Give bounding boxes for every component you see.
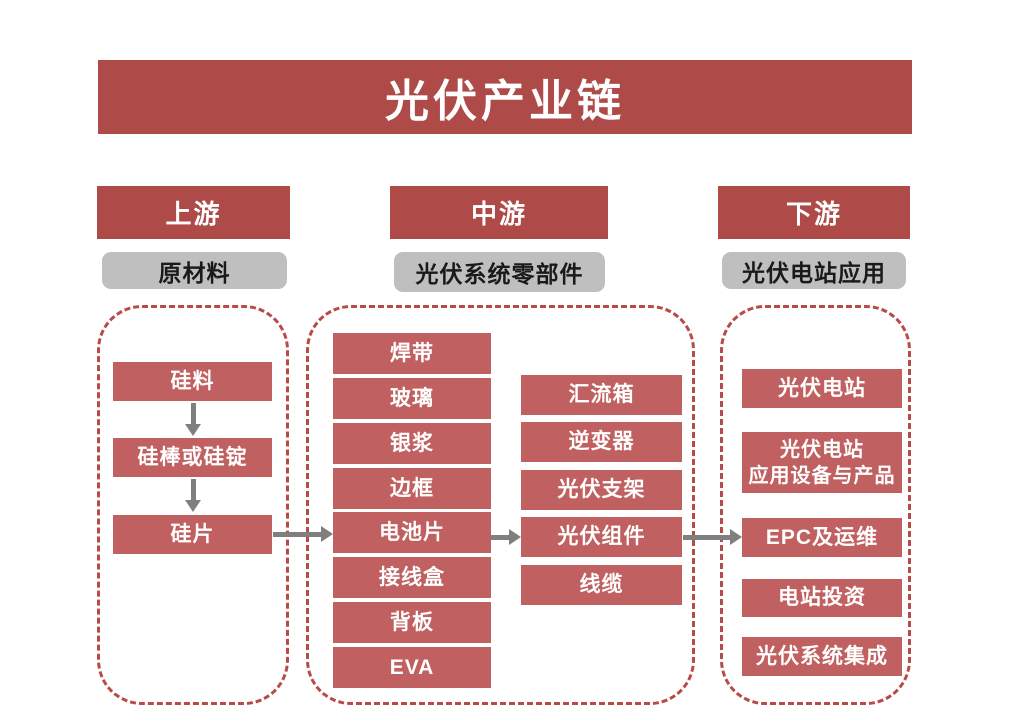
node-silver-paste: 银浆 bbox=[333, 423, 491, 464]
node-cable: 线缆 bbox=[521, 565, 682, 605]
node-station-equipment-products: 光伏电站 应用设备与产品 bbox=[742, 432, 902, 493]
node-pv-power-station: 光伏电站 bbox=[742, 369, 902, 408]
node-junction-box: 接线盒 bbox=[333, 557, 491, 598]
right-arrow-icon-wafer-to-cell bbox=[273, 526, 333, 542]
arrow-head bbox=[321, 526, 333, 542]
arrow-head bbox=[509, 529, 521, 545]
midstream-header: 中游 bbox=[390, 186, 608, 239]
down-arrow-icon-1 bbox=[185, 403, 201, 436]
arrow-shaft bbox=[491, 534, 509, 540]
node-pv-bracket: 光伏支架 bbox=[521, 470, 682, 510]
node-glass: 玻璃 bbox=[333, 378, 491, 419]
node-silicon-rod-ingot: 硅棒或硅锭 bbox=[113, 438, 272, 477]
midstream-sublabel: 光伏系统零部件 bbox=[394, 252, 605, 292]
down-arrow-icon-2 bbox=[185, 479, 201, 512]
node-pv-module: 光伏组件 bbox=[521, 517, 682, 557]
upstream-dashed-container bbox=[97, 305, 289, 705]
right-arrow-icon-module-to-epc bbox=[683, 529, 742, 545]
node-backsheet: 背板 bbox=[333, 602, 491, 643]
upstream-sublabel: 原材料 bbox=[102, 252, 287, 289]
arrow-shaft bbox=[273, 531, 321, 537]
arrow-head bbox=[730, 529, 742, 545]
arrow-head bbox=[185, 424, 201, 436]
node-solar-cell: 电池片 bbox=[333, 512, 491, 553]
arrow-shaft bbox=[190, 403, 196, 424]
arrow-shaft bbox=[683, 534, 730, 540]
node-station-investment: 电站投资 bbox=[742, 579, 902, 617]
downstream-sublabel: 光伏电站应用 bbox=[722, 252, 906, 289]
node-silicon-wafer: 硅片 bbox=[113, 515, 272, 554]
node-solder-ribbon: 焊带 bbox=[333, 333, 491, 374]
node-epc-om: EPC及运维 bbox=[742, 518, 902, 557]
node-silicon-material: 硅料 bbox=[113, 362, 272, 401]
downstream-header: 下游 bbox=[718, 186, 910, 239]
midstream-dashed-container bbox=[306, 305, 695, 705]
downstream-dashed-container bbox=[720, 305, 911, 705]
node-inverter: 逆变器 bbox=[521, 422, 682, 462]
arrow-head bbox=[185, 500, 201, 512]
page-title: 光伏产业链 bbox=[98, 60, 912, 134]
upstream-header: 上游 bbox=[97, 186, 290, 239]
arrow-shaft bbox=[190, 479, 196, 500]
right-arrow-icon-cell-to-module bbox=[491, 529, 521, 545]
node-eva: EVA bbox=[333, 647, 491, 688]
node-frame: 边框 bbox=[333, 468, 491, 509]
node-pv-system-integration: 光伏系统集成 bbox=[742, 637, 902, 676]
node-combiner-box: 汇流箱 bbox=[521, 375, 682, 415]
